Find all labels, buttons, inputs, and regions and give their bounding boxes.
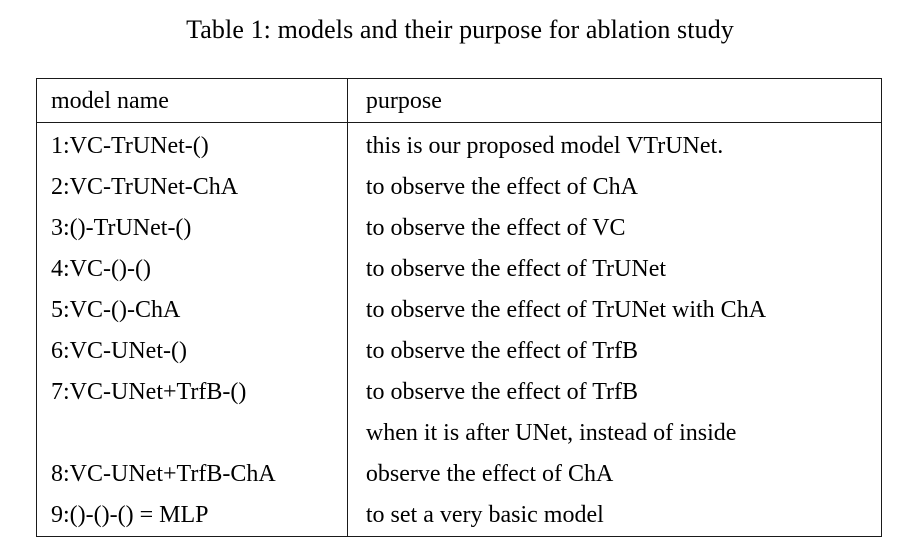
table-row: 1:VC-TrUNet-() this is our proposed mode… xyxy=(37,122,881,166)
cell-purpose: to set a very basic model xyxy=(365,501,604,528)
table-row: 6:VC-UNet-() to observe the effect of Tr… xyxy=(37,330,881,371)
cell-purpose: to observe the effect of TrfB xyxy=(365,378,639,405)
cell-model-name: 7:VC-UNet+TrfB-() xyxy=(37,371,348,412)
cell-model-name: 3:()-TrUNet-() xyxy=(37,207,348,248)
cell-model-name-empty xyxy=(37,412,348,453)
column-header-purpose: purpose xyxy=(347,79,881,123)
table-row: 9:()-()-() = MLP to set a very basic mod… xyxy=(37,494,881,536)
cell-model-name: 2:VC-TrUNet-ChA xyxy=(37,166,348,207)
table-header-row: model name purpose xyxy=(37,79,881,123)
cell-purpose: to observe the effect of TrUNet xyxy=(365,255,667,282)
cell-purpose: to observe the effect of ChA xyxy=(365,173,638,200)
cell-purpose: when it is after UNet, instead of inside xyxy=(365,419,737,446)
table-caption: Table 1: models and their purpose for ab… xyxy=(186,15,734,44)
table-row: 2:VC-TrUNet-ChA to observe the effect of… xyxy=(37,166,881,207)
cell-purpose: to observe the effect of TrfB xyxy=(365,337,639,364)
table-header: model name purpose xyxy=(37,79,881,123)
cell-purpose: observe the effect of ChA xyxy=(365,460,614,487)
table-row-continuation: when it is after UNet, instead of inside xyxy=(37,412,881,453)
ablation-table-container: model name purpose 1:VC-TrUNet-() this i… xyxy=(36,78,882,537)
table-row: 4:VC-()-() to observe the effect of TrUN… xyxy=(37,248,881,289)
table-body: 1:VC-TrUNet-() this is our proposed mode… xyxy=(37,122,881,536)
cell-purpose: this is our proposed model VTrUNet. xyxy=(365,132,724,159)
table-row: 7:VC-UNet+TrfB-() to observe the effect … xyxy=(37,371,881,412)
cell-model-name: 6:VC-UNet-() xyxy=(37,330,348,371)
ablation-table: model name purpose 1:VC-TrUNet-() this i… xyxy=(37,79,881,536)
cell-model-name: 4:VC-()-() xyxy=(37,248,348,289)
cell-purpose: to observe the effect of TrUNet with ChA xyxy=(365,296,767,323)
column-header-model-name: model name xyxy=(37,79,348,123)
cell-model-name: 5:VC-()-ChA xyxy=(37,289,348,330)
cell-model-name: 9:()-()-() = MLP xyxy=(37,494,348,536)
cell-model-name: 1:VC-TrUNet-() xyxy=(37,122,348,166)
table-row: 8:VC-UNet+TrfB-ChA observe the effect of… xyxy=(37,453,881,494)
table-row: 3:()-TrUNet-() to observe the effect of … xyxy=(37,207,881,248)
cell-model-name: 8:VC-UNet+TrfB-ChA xyxy=(37,453,348,494)
table-row: 5:VC-()-ChA to observe the effect of TrU… xyxy=(37,289,881,330)
cell-purpose: to observe the effect of VC xyxy=(365,214,626,241)
